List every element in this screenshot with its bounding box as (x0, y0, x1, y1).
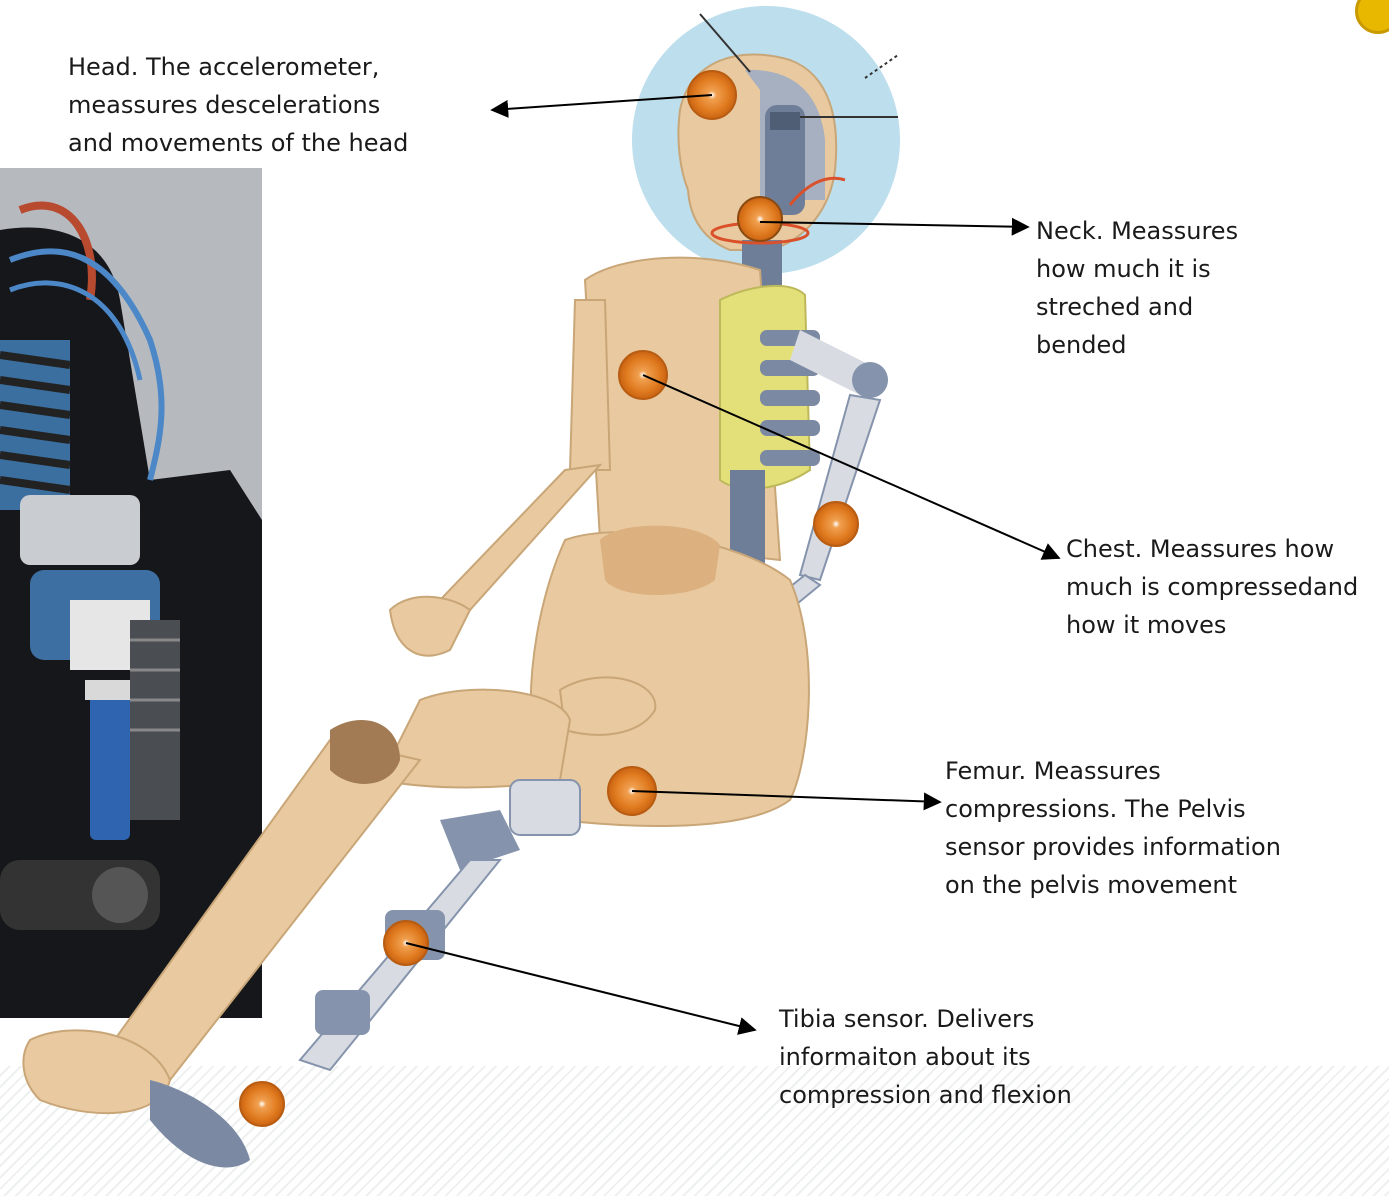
spring-coil (0, 340, 70, 510)
neck-sensor-label: Neck. Meassures how much it is streched … (1036, 212, 1296, 364)
tibia-leader-arrow (406, 943, 755, 1030)
femur-sensor-label: Femur. Meassures compressions. The Pelvi… (945, 752, 1365, 904)
arm-sensor-icon (814, 502, 858, 546)
ankle-sensor-icon (240, 1082, 284, 1126)
chest-sensor-label: Chest. Meassures how much is compresseda… (1066, 530, 1386, 644)
tibia-sensor-label: Tibia sensor. Delivers informaiton about… (779, 1000, 1199, 1114)
neck-sensor-icon (738, 197, 782, 241)
head-sensor-label: Head. The accelerometer, meassures desce… (68, 48, 488, 162)
